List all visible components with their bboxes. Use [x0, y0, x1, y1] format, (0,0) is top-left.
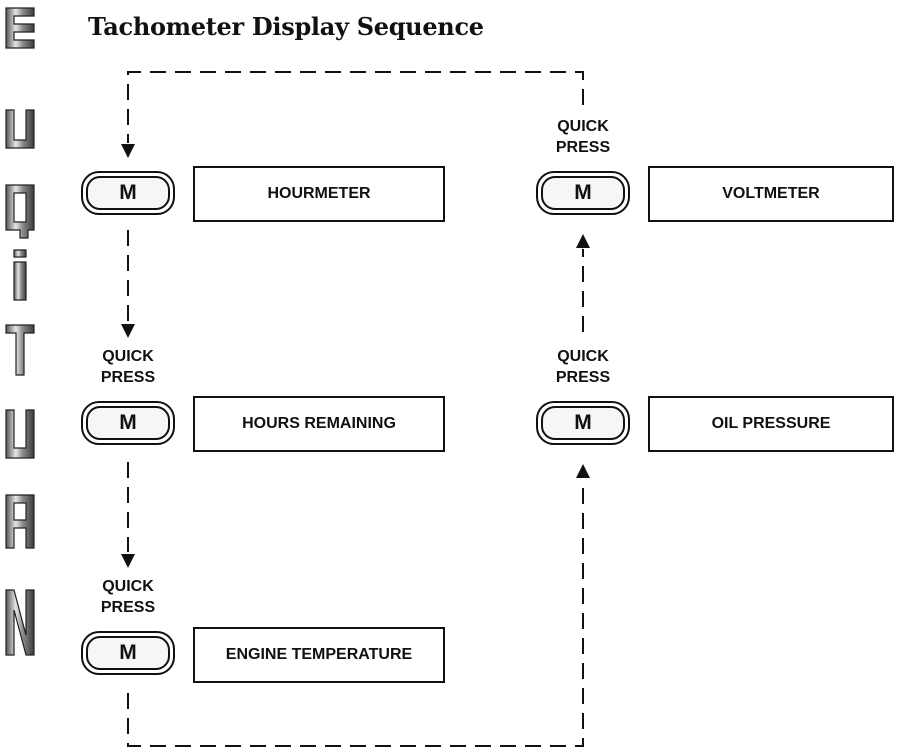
quick-press-line2: PRESS [100, 369, 156, 386]
return-loop-line [127, 71, 584, 143]
arrowhead-down-icon [121, 144, 135, 158]
quick-press-line1: QUICK [102, 348, 154, 365]
mode-button-label: M [86, 406, 170, 440]
mode-button-oil-pressure[interactable]: M [536, 401, 630, 445]
display-hours-remaining: HOURS REMAINING [193, 396, 445, 452]
quick-press-line2: PRESS [100, 599, 156, 616]
mode-button-label: M [86, 636, 170, 670]
display-hourmeter: HOURMETER [193, 166, 445, 222]
display-oil-pressure: OIL PRESSURE [648, 396, 894, 452]
mode-button-engine-temperature[interactable]: M [81, 631, 175, 675]
nautique-logo [5, 7, 35, 656]
arrowhead-down-icon [121, 554, 135, 568]
quick-press-line2: PRESS [555, 139, 611, 156]
mode-button-label: M [541, 406, 625, 440]
display-voltmeter: VOLTMETER [648, 166, 894, 222]
mode-button-voltmeter[interactable]: M [536, 171, 630, 215]
mode-button-label: M [541, 176, 625, 210]
connector-engine-temp-to-oil-pressure [127, 481, 584, 747]
mode-button-hourmeter[interactable]: M [81, 171, 175, 215]
mode-button-label: M [86, 176, 170, 210]
arrowhead-down-icon [121, 324, 135, 338]
quick-press-line1: QUICK [557, 118, 609, 135]
page-title: Tachometer Display Sequence [88, 12, 484, 41]
quick-press-line2: PRESS [555, 369, 611, 386]
arrowhead-up-icon [576, 234, 590, 248]
quick-press-label-engine-temperature: QUICK PRESS [81, 576, 175, 618]
quick-press-line1: QUICK [557, 348, 609, 365]
arrowhead-up-icon [576, 464, 590, 478]
quick-press-label-voltmeter: QUICK PRESS [536, 116, 630, 158]
display-engine-temperature: ENGINE TEMPERATURE [193, 627, 445, 683]
quick-press-label-oil-pressure: QUICK PRESS [536, 346, 630, 388]
quick-press-label-hours-remaining: QUICK PRESS [81, 346, 175, 388]
mode-button-hours-remaining[interactable]: M [81, 401, 175, 445]
quick-press-line1: QUICK [102, 578, 154, 595]
